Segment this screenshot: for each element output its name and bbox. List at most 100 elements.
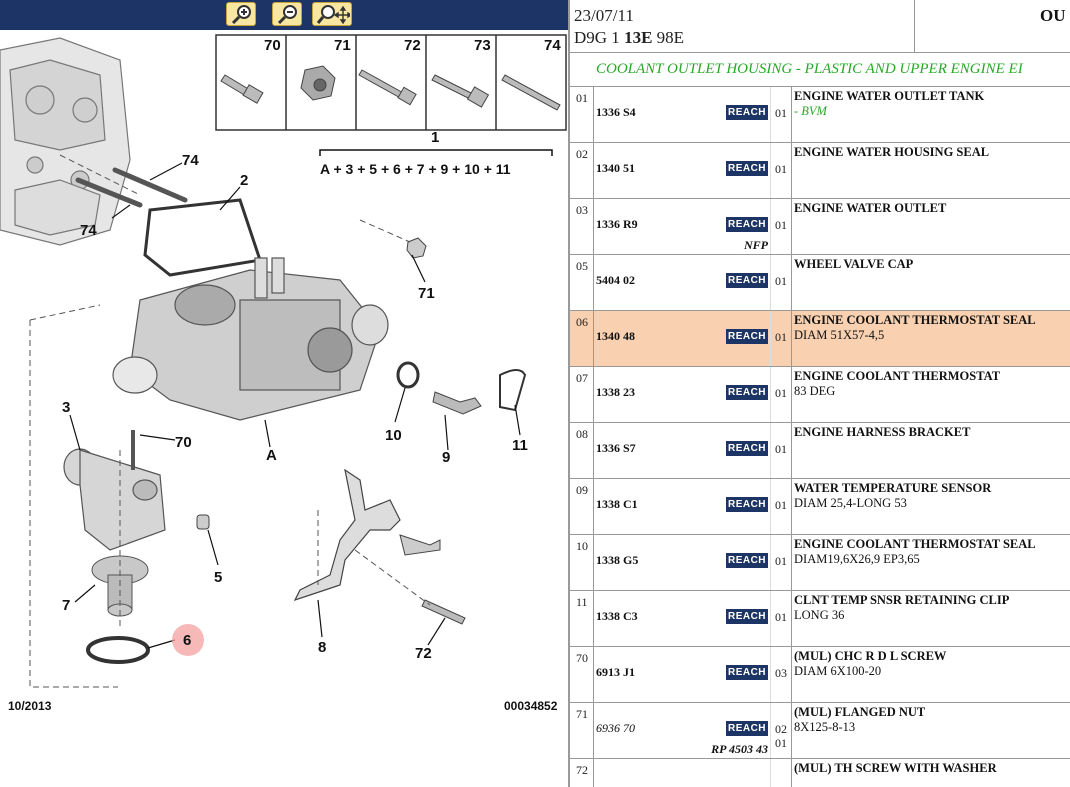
callout-a[interactable]: A <box>266 447 277 464</box>
magnifier-minus-icon <box>277 5 297 24</box>
part-reference[interactable]: 1338 23 <box>596 385 635 399</box>
section-title: COOLANT OUTLET HOUSING - PLASTIC AND UPP… <box>596 61 1023 77</box>
reach-badge[interactable]: REACH <box>726 497 768 512</box>
callout-74-a[interactable]: 74 <box>182 152 199 169</box>
reach-badge[interactable]: REACH <box>726 665 768 680</box>
reach-badge[interactable]: REACH <box>726 385 768 400</box>
callout-11[interactable]: 11 <box>512 437 528 454</box>
reach-badge[interactable]: REACH <box>726 721 768 736</box>
part-detail: 83 DEG <box>794 384 836 398</box>
part-reference[interactable]: 1340 48 <box>596 329 635 343</box>
small-part-72-label: 72 <box>404 37 421 54</box>
part-reference[interactable]: 1336 R9 <box>596 217 638 231</box>
reach-badge[interactable]: REACH <box>726 161 768 176</box>
zoom-pan-button[interactable] <box>312 2 352 26</box>
reach-badge[interactable]: REACH <box>726 609 768 624</box>
part-name: WATER TEMPERATURE SENSOR <box>794 481 992 495</box>
reach-badge[interactable]: REACH <box>726 217 768 232</box>
part-reference[interactable]: 6913 J1 <box>596 665 635 679</box>
part-reference[interactable]: 1338 C1 <box>596 497 638 511</box>
part-reference[interactable]: 1338 G5 <box>596 553 639 567</box>
valve-cap-drawing <box>196 514 210 530</box>
quantity-cell <box>770 759 792 787</box>
callout-10[interactable]: 10 <box>385 427 402 444</box>
reach-badge[interactable]: REACH <box>726 553 768 568</box>
parts-header: 23/07/11 D9G 1 13E 98E OU <box>570 0 1070 53</box>
reach-badge[interactable]: REACH <box>726 441 768 456</box>
part-name: (MUL) TH SCREW WITH WASHER <box>794 761 997 775</box>
quantity: 03 <box>775 666 787 680</box>
code-prefix: D9G 1 <box>574 28 625 47</box>
code-bold: 13E <box>624 28 653 47</box>
row-index: 02 <box>570 143 594 198</box>
part-reference[interactable]: 1336 S7 <box>596 441 636 455</box>
reach-badge[interactable]: REACH <box>726 329 768 344</box>
row-index: 10 <box>570 535 594 590</box>
part-reference[interactable]: 6936 70 <box>596 721 635 735</box>
callout-72[interactable]: 72 <box>415 645 432 662</box>
part-reference[interactable]: 5404 02 <box>596 273 635 287</box>
quantity: 01 <box>775 442 787 456</box>
part-reference[interactable]: 1336 S4 <box>596 105 636 119</box>
quantity-cell: 01 <box>770 255 792 310</box>
magnifier-plus-icon <box>231 5 251 24</box>
header-date: 23/07/11 <box>574 6 634 25</box>
callout-2[interactable]: 2 <box>240 172 248 189</box>
description-cell: ENGINE WATER HOUSING SEAL <box>794 143 1070 200</box>
quantity-cell: 01 <box>770 143 792 198</box>
zoom-out-button[interactable] <box>272 2 302 26</box>
thermostat-seal-drawing <box>86 636 150 664</box>
quantity: 02 <box>775 722 787 736</box>
reach-badge[interactable]: REACH <box>726 273 768 288</box>
quantity: 01 <box>775 106 787 120</box>
row-subnote: NFP <box>744 238 768 252</box>
callout-7[interactable]: 7 <box>62 597 70 614</box>
part-reference[interactable]: 1338 C3 <box>596 609 638 623</box>
assembly-formula: A + 3 + 5 + 6 + 7 + 9 + 10 + 11 <box>320 161 511 177</box>
diagram-toolbar <box>0 0 568 30</box>
callout-71[interactable]: 71 <box>418 285 435 302</box>
harness-bracket-drawing <box>293 468 401 602</box>
water-outlet-housing-drawing <box>112 257 389 421</box>
highlight-marker[interactable] <box>172 624 204 656</box>
part-reference[interactable]: 1340 51 <box>596 161 635 175</box>
row-index: 70 <box>570 647 594 702</box>
callout-70[interactable]: 70 <box>175 434 192 451</box>
row-index: 03 <box>570 199 594 254</box>
callout-5[interactable]: 5 <box>214 569 222 586</box>
callout-6[interactable]: 6 <box>183 632 191 649</box>
quantity-cell: 01 <box>770 591 792 646</box>
row-index: 09 <box>570 479 594 534</box>
table-row[interactable]: 72(MUL) TH SCREW WITH WASHER <box>570 759 1070 787</box>
part-detail: DIAM 51X57-4,5 <box>794 328 885 342</box>
part-detail: DIAM 25,4-LONG 53 <box>794 496 907 510</box>
reach-badge[interactable]: REACH <box>726 105 768 120</box>
engine-block-drawing <box>0 37 131 246</box>
row-index: 71 <box>570 703 594 758</box>
callout-9[interactable]: 9 <box>442 449 450 466</box>
callout-3[interactable]: 3 <box>62 399 70 416</box>
callout-8[interactable]: 8 <box>318 639 326 656</box>
part-name: ENGINE WATER OUTLET <box>794 201 947 215</box>
zoom-in-button[interactable] <box>226 2 256 26</box>
callout-74-b[interactable]: 74 <box>80 222 97 239</box>
